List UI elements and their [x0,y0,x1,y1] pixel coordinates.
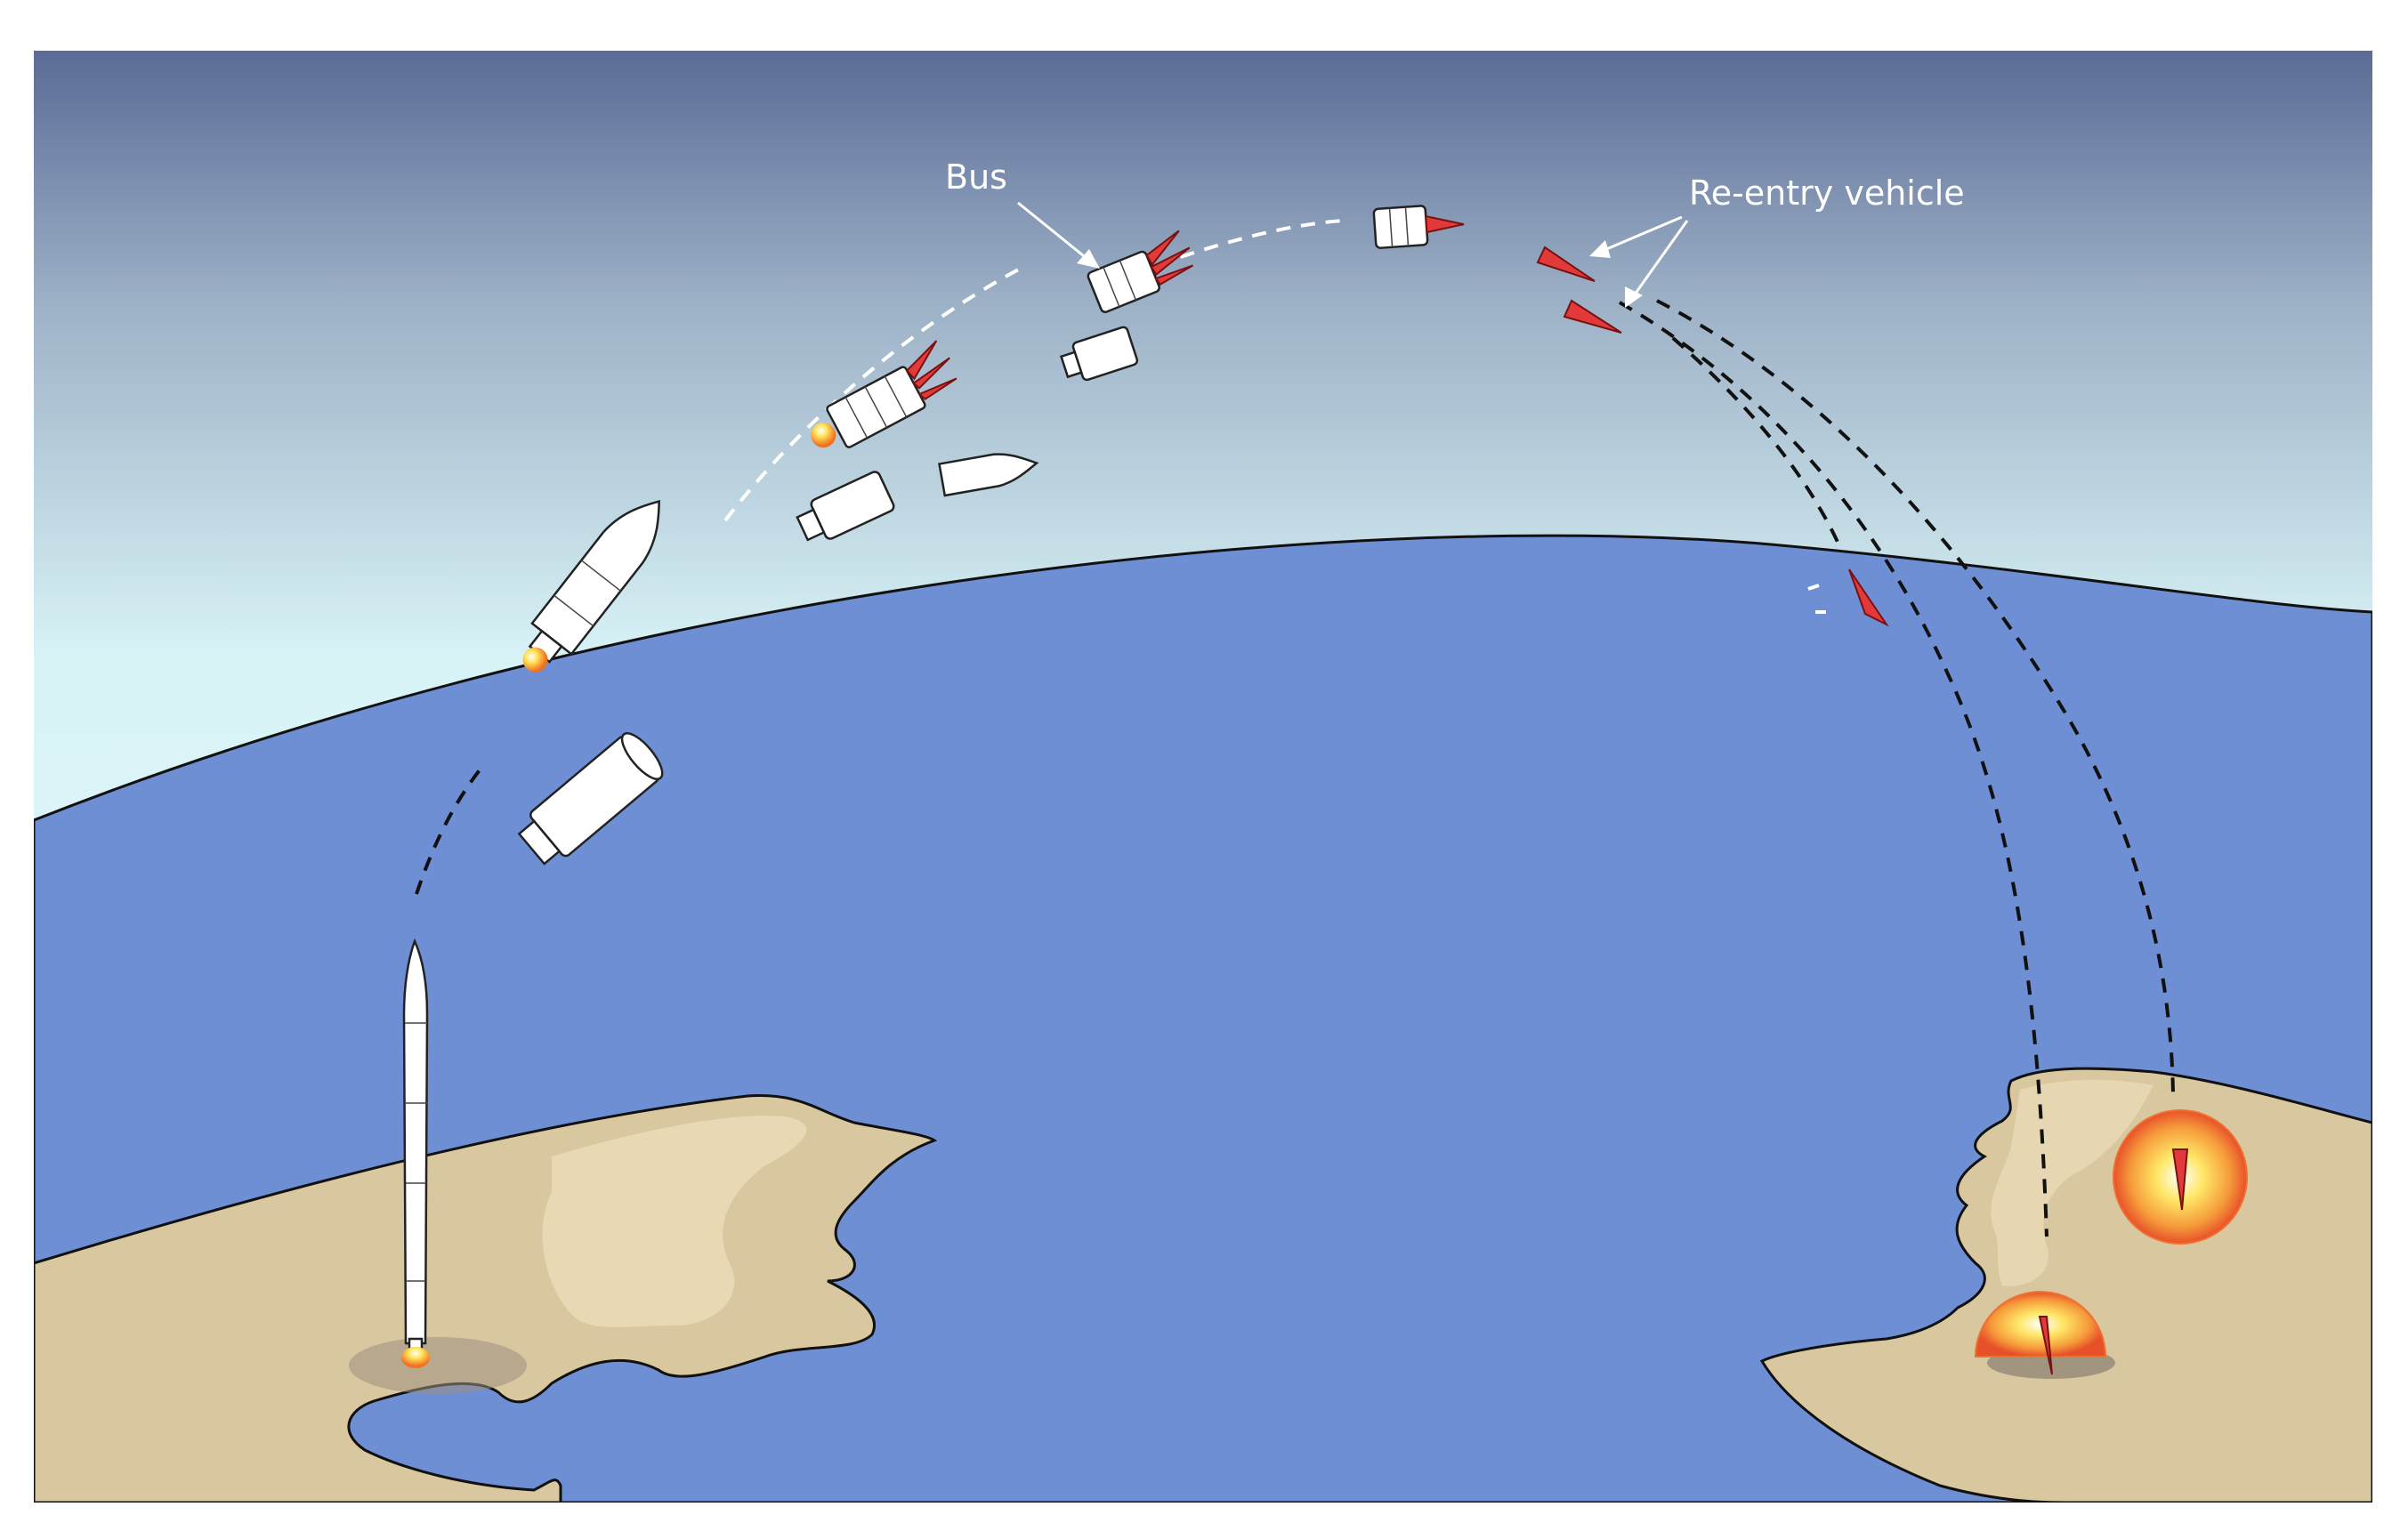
bus-apex [1372,205,1465,249]
explosion-icon [2113,1109,2248,1245]
bus-arrow [1017,201,1094,265]
rocket-icon [402,938,429,1345]
upper-trail [723,265,1024,522]
explosion-icon [1974,1291,2115,1379]
discarded-third-stage [1059,326,1139,382]
descent-trail-2 [1656,299,2175,1095]
discarded-first-stage [517,732,664,866]
bus [1087,230,1194,313]
launch-flame [401,1347,430,1368]
reentry-vehicle-label: Re-entry vehicle [1689,173,1965,213]
bus-trail [1156,219,1345,267]
warhead-cone-icon [1563,299,1622,334]
warhead-cone-icon [1848,568,1889,627]
launch-rocket [401,938,430,1368]
land-left-shallows [542,1116,807,1327]
reentry-arrow-2 [1628,220,1689,302]
launch-site [349,1337,527,1394]
descent-trail-1 [1619,301,2048,1237]
stage-three-rocket [811,340,958,448]
reentry-arrow-1 [1597,215,1683,254]
discarded-second-stage [796,471,895,542]
land-right-shallows [1991,1079,2153,1286]
discarded-nose-fairing [938,453,1039,497]
descent-trail-1b [1671,336,1844,552]
warhead-cone-icon [1536,246,1596,282]
bus-label: Bus [945,157,1007,197]
stage-two-rocket [522,499,660,673]
ascent-trail [415,761,487,895]
